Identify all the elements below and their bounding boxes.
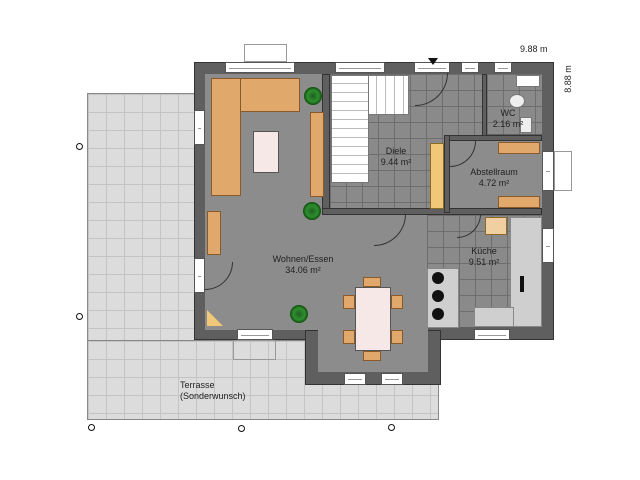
room-name: Küche bbox=[471, 246, 497, 256]
shower bbox=[516, 75, 540, 87]
room-name: Wohnen/Essen bbox=[272, 254, 334, 264]
plant-icon bbox=[303, 202, 321, 220]
shelf bbox=[498, 196, 540, 208]
sofa-side bbox=[211, 78, 241, 196]
window bbox=[335, 62, 385, 73]
window-outline bbox=[554, 151, 572, 191]
chair bbox=[391, 295, 403, 309]
window bbox=[542, 228, 554, 263]
pillar-marker-icon bbox=[238, 425, 245, 432]
dining-table bbox=[355, 287, 391, 351]
washbasin bbox=[520, 117, 532, 133]
interior-wall bbox=[444, 135, 450, 213]
chair bbox=[343, 330, 355, 344]
plant-icon bbox=[290, 305, 308, 323]
room-label-kitchen: Küche 9.51 m² bbox=[456, 246, 512, 268]
window bbox=[474, 329, 510, 340]
depth-dimension: 8.88 m bbox=[563, 65, 573, 93]
room-area: 34.06 m² bbox=[285, 265, 321, 275]
room-name: WC bbox=[500, 108, 516, 118]
room-area: 9.44 m² bbox=[380, 157, 412, 167]
plant-icon bbox=[304, 87, 322, 105]
terrace-note: (Sonderwunsch) bbox=[180, 391, 246, 401]
terrace-label: Terrasse (Sonderwunsch) bbox=[180, 380, 260, 402]
pillar-marker-icon bbox=[76, 313, 83, 320]
corner-shelf bbox=[207, 310, 223, 326]
chair bbox=[343, 295, 355, 309]
stove-burner-icon bbox=[432, 308, 444, 320]
chair bbox=[363, 277, 381, 287]
sideboard bbox=[310, 112, 324, 197]
cabinet bbox=[207, 211, 221, 255]
window bbox=[461, 62, 479, 73]
kitchen-counter-bottom bbox=[474, 307, 514, 327]
room-label-storage: Abstellraum 4.72 m² bbox=[462, 167, 526, 189]
kitchen-cabinet bbox=[485, 217, 507, 235]
oven bbox=[520, 276, 524, 292]
kitchen-counter-right bbox=[510, 217, 542, 327]
window bbox=[344, 373, 366, 385]
window bbox=[494, 62, 512, 73]
stove-burner-icon bbox=[432, 290, 444, 302]
entrance-arrow-icon bbox=[428, 58, 438, 65]
interior-wall bbox=[322, 208, 542, 215]
toilet bbox=[509, 94, 525, 108]
shelf bbox=[498, 142, 540, 154]
window bbox=[381, 373, 403, 385]
chair bbox=[363, 351, 381, 361]
room-area: 9.51 m² bbox=[468, 257, 500, 267]
room-label-wc: WC 2.16 m² bbox=[486, 108, 530, 130]
room-label-living: Wohnen/Essen 34.06 m² bbox=[255, 254, 351, 276]
pillar-marker-icon bbox=[88, 424, 95, 431]
window bbox=[237, 329, 273, 340]
pillar-marker-icon bbox=[388, 424, 395, 431]
room-area: 4.72 m² bbox=[478, 178, 510, 188]
terrace-name: Terrasse bbox=[180, 380, 215, 390]
window bbox=[542, 151, 554, 191]
interior-wall bbox=[482, 74, 487, 140]
width-dimension: 9.88 m bbox=[520, 44, 548, 54]
room-area: 2.16 m² bbox=[492, 119, 524, 129]
stove-burner-icon bbox=[432, 272, 444, 284]
step-outline bbox=[233, 340, 276, 360]
room-label-hall: Diele 9.44 m² bbox=[366, 146, 426, 168]
window bbox=[194, 258, 205, 293]
window bbox=[225, 62, 295, 73]
staircase-lower bbox=[331, 75, 369, 183]
room-name: Abstellraum bbox=[470, 167, 518, 177]
pillar-marker-icon bbox=[76, 143, 83, 150]
wardrobe bbox=[430, 143, 444, 209]
chair bbox=[391, 330, 403, 344]
window bbox=[194, 110, 205, 145]
coffee-table bbox=[253, 131, 279, 173]
balcony-outline bbox=[244, 44, 287, 62]
room-name: Diele bbox=[385, 146, 407, 156]
